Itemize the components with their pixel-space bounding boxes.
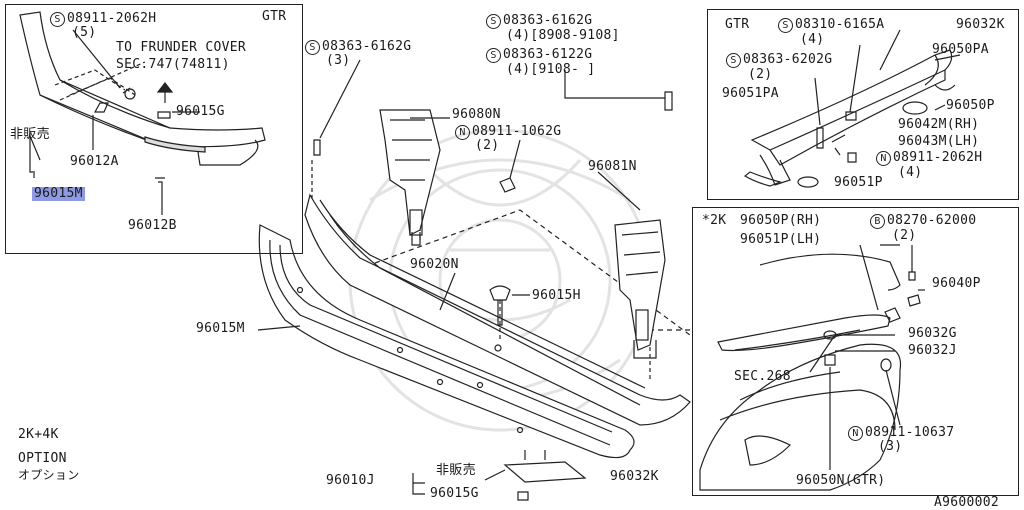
part-96050p-inset[interactable]: 96050P: [946, 98, 995, 113]
star-2k-note: *2K: [702, 213, 727, 228]
n-nut-symbol: N: [455, 125, 470, 140]
inset-top-right-drawing: [743, 29, 961, 188]
front-bumper: [258, 224, 635, 459]
part-96012b[interactable]: 96012B: [128, 218, 177, 233]
main-drawing: [257, 59, 691, 501]
inset-tl-badge: GTR: [262, 9, 287, 24]
sec-268-ref[interactable]: SEC.268: [734, 369, 791, 384]
main-screw-a-qty: (3): [326, 53, 351, 68]
screw-code: 08310-6165A: [795, 17, 885, 32]
screw-code: 08363-6202G: [743, 52, 833, 67]
bolt-code: 08270-62000: [887, 213, 977, 228]
inset-tr-badge: GTR: [725, 17, 750, 32]
part-96050pa[interactable]: 96050PA: [932, 42, 989, 57]
inset-top-left-drawing: [19, 11, 266, 215]
s-screw-symbol: S: [486, 14, 501, 29]
s-screw-symbol: S: [305, 40, 320, 55]
ref-sec-747[interactable]: SEC.747(74811): [116, 57, 230, 72]
inset-top-right: [707, 9, 1019, 200]
nut-code: 08911-1062G: [472, 124, 562, 139]
part-96051p-lh[interactable]: 96051P(LH): [740, 232, 822, 247]
part-96051pa[interactable]: 96051PA: [722, 86, 779, 101]
part-96020n[interactable]: 96020N: [410, 257, 459, 272]
part-96043m-lh[interactable]: 96043M(LH): [898, 134, 980, 149]
bolt-code: 08911-2062H: [67, 11, 157, 26]
inset-bottom-right: [692, 207, 1019, 496]
n-nut-symbol: N: [848, 426, 863, 441]
part-96010j[interactable]: 96010J: [326, 473, 375, 488]
inset-br-nut-qty: (3): [878, 439, 903, 454]
inset-tl-bolt-qty: (5): [72, 25, 97, 40]
inset-bottom-right-drawing: [699, 244, 925, 491]
part-96015g-main[interactable]: 96015G: [430, 486, 479, 501]
part-96081n[interactable]: 96081N: [588, 159, 637, 174]
n-nut-symbol: N: [876, 151, 891, 166]
part-96015g-inset[interactable]: 96015G: [176, 104, 225, 119]
inset-tr-screw-a-qty: (4): [800, 32, 825, 47]
reinforcement-bar: [304, 193, 691, 426]
nut-code: 08911-2062H: [893, 150, 983, 165]
part-96032g[interactable]: 96032G: [908, 326, 957, 341]
part-96015h[interactable]: 96015H: [532, 288, 581, 303]
s-bolt-symbol: S: [50, 12, 65, 27]
car-rear-body: [699, 343, 902, 491]
main-nut-qty: (2): [475, 138, 500, 153]
nut-code: 08911-10637: [865, 425, 955, 440]
not-for-sale-label-main: 非販売: [436, 463, 476, 478]
lip-spoiler-outline: [19, 11, 266, 148]
s-screw-symbol: S: [778, 18, 793, 33]
inset-br-bolt-qty: (2): [892, 228, 917, 243]
inset-tr-screw-b-qty: (2): [748, 67, 773, 82]
part-96080n[interactable]: 96080N: [452, 107, 501, 122]
part-96012a[interactable]: 96012A: [70, 154, 119, 169]
part-96042m-rh[interactable]: 96042M(RH): [898, 117, 980, 132]
main-screw-b-qty: (4)[8908-9108]: [506, 28, 620, 43]
part-96032k-inset[interactable]: 96032K: [956, 17, 1005, 32]
part-96032k-main[interactable]: 96032K: [610, 469, 659, 484]
diagram-id: A9600002: [934, 495, 1000, 510]
screw-code: 08363-6162G: [322, 39, 412, 54]
ref-to-frunder-cover[interactable]: TO FRUNDER COVER: [116, 40, 247, 55]
main-screw-c-qty: (4)[9108- ]: [506, 62, 596, 77]
b-bolt-symbol: B: [870, 214, 885, 229]
part-96015m[interactable]: 96015M: [196, 321, 245, 336]
option-note-ja: オプション: [18, 468, 80, 482]
not-for-sale-label: 非販売: [10, 127, 50, 142]
screw-code: 08363-6162G: [503, 13, 593, 28]
screw-code: 08363-6122G: [503, 47, 593, 62]
part-96051p-inset[interactable]: 96051P: [834, 175, 883, 190]
option-note: OPTION: [18, 451, 67, 466]
part-96015m-highlighted[interactable]: 96015M: [32, 186, 85, 201]
part-96050n-gtr[interactable]: 96050N(GTR): [796, 473, 886, 488]
bracket-right: [614, 219, 666, 351]
inset-top-left: [5, 4, 303, 254]
part-96050p-rh[interactable]: 96050P(RH): [740, 213, 822, 228]
s-screw-symbol: S: [486, 48, 501, 63]
bracket-left: [379, 109, 441, 236]
car-rear-wing: [717, 314, 891, 352]
s-screw-symbol: S: [726, 53, 741, 68]
part-96032j[interactable]: 96032J: [908, 343, 957, 358]
model-note: 2K+4K: [18, 427, 59, 442]
part-96040p[interactable]: 96040P: [932, 276, 981, 291]
inset-tr-nut-qty: (4): [898, 165, 923, 180]
